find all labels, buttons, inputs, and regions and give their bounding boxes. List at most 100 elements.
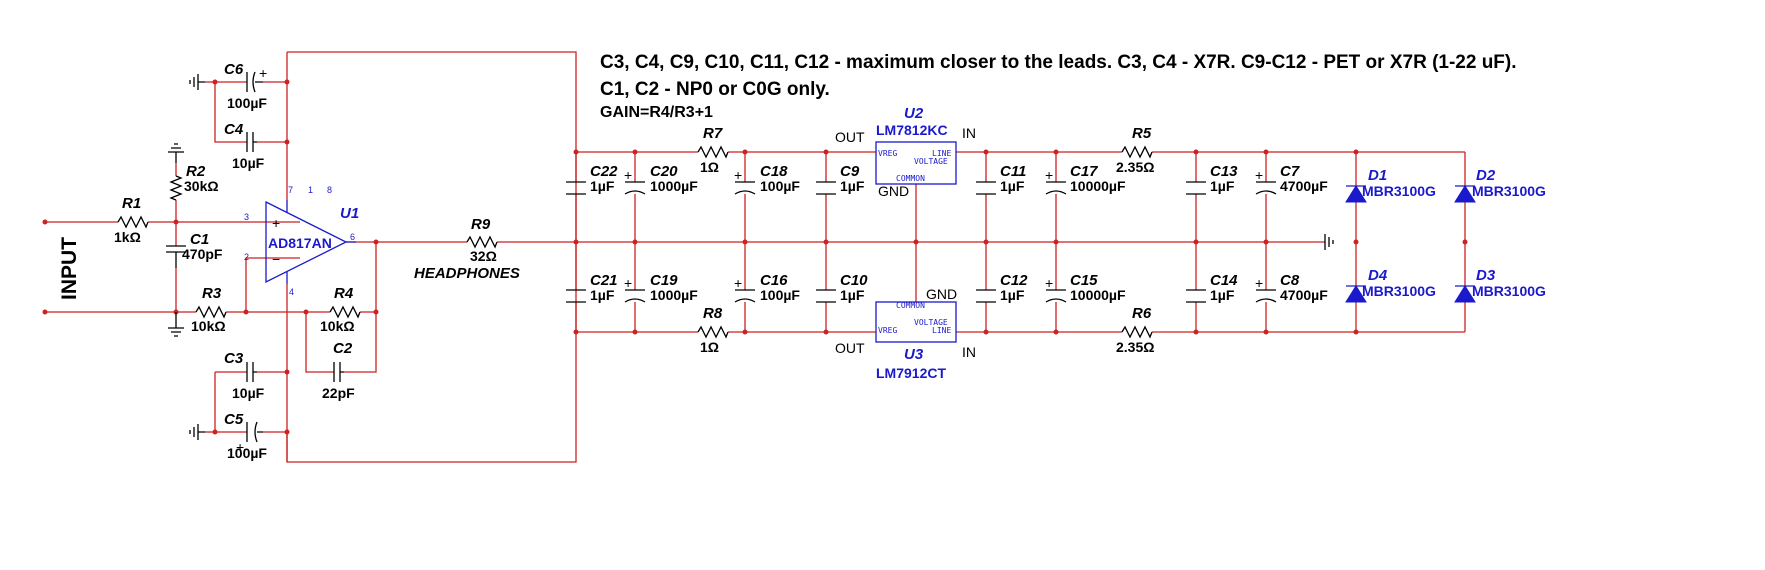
- svg-text:C16: C16: [760, 272, 788, 289]
- svg-text:10µF: 10µF: [232, 155, 265, 171]
- polarity-marks: + + + + + + + + + +: [236, 65, 1263, 455]
- svg-text:D2: D2: [1476, 167, 1496, 184]
- note-line-1: C3, C4, C9, C10, C11, C12 - maximum clos…: [600, 52, 1517, 73]
- svg-text:1000µF: 1000µF: [650, 287, 698, 303]
- r6-symbol: [1121, 325, 1153, 339]
- svg-text:+: +: [734, 167, 742, 183]
- svg-text:10µF: 10µF: [232, 385, 265, 401]
- svg-text:LINE: LINE: [932, 326, 951, 335]
- svg-text:C19: C19: [650, 272, 678, 289]
- svg-text:MBR3100G: MBR3100G: [1362, 283, 1436, 299]
- d2-symbol: [1454, 185, 1476, 203]
- svg-text:4700µF: 4700µF: [1280, 178, 1328, 194]
- svg-text:2.35Ω: 2.35Ω: [1116, 159, 1154, 175]
- svg-text:U3: U3: [904, 346, 924, 363]
- svg-text:C18: C18: [760, 163, 788, 180]
- svg-text:GND: GND: [878, 183, 909, 199]
- svg-text:R2: R2: [186, 163, 206, 180]
- svg-text:+: +: [734, 275, 742, 291]
- regulator-u3: COMMON VOLTAGE VREG LINE U3 LM7912CT OUT…: [835, 286, 976, 381]
- svg-text:−: −: [272, 251, 280, 267]
- svg-text:MBR3100G: MBR3100G: [1472, 183, 1546, 199]
- svg-text:+: +: [1045, 275, 1053, 291]
- svg-text:+: +: [624, 275, 632, 291]
- input-label: INPUT: [58, 237, 81, 300]
- r3-symbol: [195, 305, 227, 319]
- svg-text:C8: C8: [1280, 272, 1300, 289]
- svg-text:+: +: [236, 439, 244, 455]
- ground-symbols: [168, 74, 1334, 440]
- svg-text:+: +: [259, 65, 267, 81]
- svg-text:100µF: 100µF: [760, 287, 800, 303]
- svg-text:1Ω: 1Ω: [700, 339, 719, 355]
- svg-text:MBR3100G: MBR3100G: [1472, 283, 1546, 299]
- r7-symbol: [697, 145, 729, 159]
- svg-text:OUT: OUT: [835, 129, 865, 145]
- junctions: [42, 79, 1468, 435]
- svg-text:VREG: VREG: [878, 149, 897, 158]
- svg-text:100µF: 100µF: [760, 178, 800, 194]
- svg-text:100µF: 100µF: [227, 445, 267, 461]
- svg-text:10kΩ: 10kΩ: [191, 318, 226, 334]
- svg-text:30kΩ: 30kΩ: [184, 178, 219, 194]
- headphones-label: HEADPHONES: [414, 265, 520, 282]
- d1-symbol: [1345, 185, 1367, 203]
- svg-text:22pF: 22pF: [322, 385, 355, 401]
- svg-text:1µF: 1µF: [1210, 178, 1235, 194]
- svg-text:C2: C2: [333, 340, 353, 357]
- svg-text:R5: R5: [1132, 125, 1152, 142]
- svg-text:GND: GND: [926, 286, 957, 302]
- svg-text:D4: D4: [1368, 267, 1388, 284]
- diodes: D1 MBR3100G D2 MBR3100G D4 MBR3100G D3 M…: [1345, 167, 1546, 303]
- svg-text:1Ω: 1Ω: [700, 159, 719, 175]
- svg-text:R7: R7: [703, 125, 723, 142]
- svg-text:IN: IN: [962, 125, 976, 141]
- note-line-2: C1, C2 - NP0 or C0G only.: [600, 79, 830, 100]
- svg-text:3: 3: [244, 212, 249, 222]
- svg-text:C14: C14: [1210, 272, 1238, 289]
- svg-text:4700µF: 4700µF: [1280, 287, 1328, 303]
- svg-text:+: +: [624, 167, 632, 183]
- opamp-designator: U1: [340, 205, 359, 222]
- r8-symbol: [697, 325, 729, 339]
- svg-text:10kΩ: 10kΩ: [320, 318, 355, 334]
- svg-text:LM7912CT: LM7912CT: [876, 365, 946, 381]
- r5-symbol: [1121, 145, 1153, 159]
- svg-text:10000µF: 10000µF: [1070, 178, 1126, 194]
- svg-text:8: 8: [327, 185, 332, 195]
- svg-text:C1: C1: [190, 231, 209, 248]
- svg-text:1kΩ: 1kΩ: [114, 229, 141, 245]
- svg-text:2.35Ω: 2.35Ω: [1116, 339, 1154, 355]
- capacitors: [166, 71, 1277, 443]
- svg-text:COMMON: COMMON: [896, 301, 925, 310]
- svg-text:2: 2: [244, 252, 249, 262]
- svg-text:C21: C21: [590, 272, 618, 289]
- svg-text:C12: C12: [1000, 272, 1028, 289]
- svg-text:4: 4: [289, 287, 294, 297]
- svg-text:C11: C11: [1000, 163, 1026, 180]
- svg-text:+: +: [272, 215, 280, 231]
- svg-text:32Ω: 32Ω: [470, 248, 497, 264]
- svg-text:R4: R4: [334, 285, 354, 302]
- d4-symbol: [1345, 285, 1367, 303]
- regulator-u2: VREG LINE VOLTAGE COMMON U2 LM7812KC OUT…: [835, 105, 976, 199]
- resistors: [117, 145, 1153, 339]
- svg-text:1µF: 1µF: [1000, 178, 1025, 194]
- svg-text:R3: R3: [202, 285, 222, 302]
- svg-text:R6: R6: [1132, 305, 1152, 322]
- svg-text:U2: U2: [904, 105, 924, 122]
- svg-text:7: 7: [288, 185, 293, 195]
- svg-text:C13: C13: [1210, 163, 1238, 180]
- component-labels: R1 1kΩ R2 30kΩ R3 10kΩ R4 10kΩ R9 32Ω R7…: [114, 61, 1328, 461]
- note-gain: GAIN=R4/R3+1: [600, 104, 713, 121]
- svg-text:1µF: 1µF: [840, 287, 865, 303]
- svg-text:R1: R1: [122, 195, 141, 212]
- svg-text:+: +: [1045, 167, 1053, 183]
- svg-text:C3: C3: [224, 350, 244, 367]
- svg-text:C22: C22: [590, 163, 618, 180]
- svg-text:1µF: 1µF: [590, 178, 615, 194]
- svg-text:D1: D1: [1368, 167, 1387, 184]
- svg-text:100µF: 100µF: [227, 95, 267, 111]
- svg-text:LM7812KC: LM7812KC: [876, 122, 948, 138]
